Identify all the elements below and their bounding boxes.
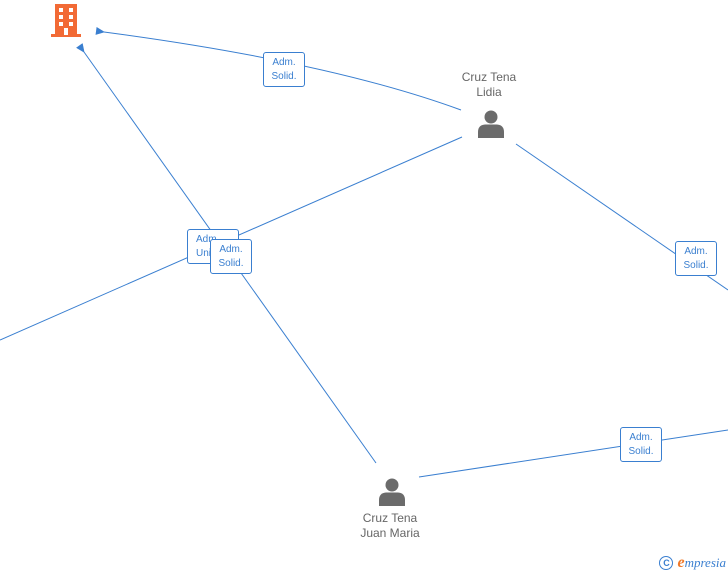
relation-role: Adm.	[684, 246, 708, 257]
brand-name: mpresia	[684, 555, 726, 570]
relation-role: Adm.	[272, 57, 296, 68]
relation-type: Solid.	[628, 446, 654, 457]
brand-initial: e	[677, 554, 685, 571]
node-label-juan-maria: Cruz Tena Juan Maria	[345, 511, 435, 541]
node-lidia-line2: Lidia	[476, 85, 502, 99]
relation-label[interactable]: Adm. Solid.	[263, 52, 305, 87]
node-label-lidia: Cruz Tena Lidia	[449, 70, 529, 100]
relation-type: Solid.	[218, 258, 244, 269]
relation-role: Adm.	[196, 234, 220, 245]
relation-role: Adm.	[219, 244, 243, 255]
node-juan-maria-line1: Cruz Tena	[362, 511, 418, 525]
person-icon[interactable]	[476, 108, 506, 138]
footer-brand: C empresia	[659, 554, 726, 572]
building-icon[interactable]	[50, 2, 82, 38]
relation-label[interactable]: Adm. Solid.	[675, 241, 717, 276]
relation-label[interactable]: Adm. Solid.	[620, 427, 662, 462]
edge-lidia-company	[95, 26, 462, 111]
node-juan-maria-line2: Juan Maria	[360, 526, 420, 540]
edge-juan-maria-right	[418, 429, 728, 478]
relation-type: Solid.	[271, 71, 297, 82]
relation-role: Adm.	[629, 432, 653, 443]
copyright-icon: C	[659, 556, 674, 570]
relation-type: Solid.	[683, 260, 709, 271]
node-lidia-line1: Cruz Tena	[461, 70, 517, 84]
relation-label[interactable]: Adm. Solid.	[210, 239, 252, 274]
brand-logo[interactable]: empresia	[677, 554, 726, 572]
person-icon[interactable]	[377, 476, 407, 506]
relation-type: Unic.	[196, 248, 219, 259]
